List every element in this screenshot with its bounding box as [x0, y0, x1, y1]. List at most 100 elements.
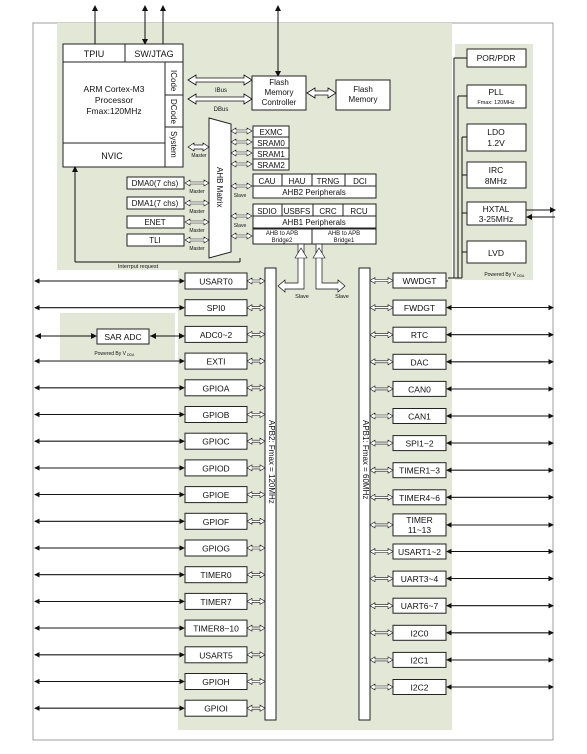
apb1-bus-label: APB1: Fmax = 60MHz	[361, 420, 370, 499]
apb1-periph-label: CAN1	[408, 412, 431, 422]
svg-text:Memory: Memory	[349, 95, 378, 104]
apb1-link-arrow	[369, 385, 394, 393]
apb1-link-arrow	[369, 331, 394, 339]
interrupt-path: Interrput request	[72, 166, 241, 270]
apb1-link-arrow	[369, 466, 394, 474]
svg-text:DDA: DDA	[517, 274, 525, 278]
svg-text:8MHz: 8MHz	[485, 176, 507, 186]
svg-text:Master: Master	[189, 209, 205, 215]
apb1-periph-label: USART1~2	[398, 547, 441, 557]
ahb1-peripherals: SDIO USBFS CRC RCU AHB1 Peripherals	[252, 203, 377, 229]
svg-text:AHB1 Peripherals: AHB1 Peripherals	[282, 218, 346, 227]
svg-text:CAU: CAU	[259, 177, 276, 186]
svg-text:Powered By V: Powered By V	[484, 272, 516, 278]
apb1-periph-label: WWDGT	[403, 276, 437, 286]
apb2-link-arrow	[246, 517, 266, 525]
top-io-arrows	[92, 5, 281, 77]
por-pdr-label: POR/PDR	[477, 53, 516, 63]
sar-adc-label: SAR ADC	[104, 332, 141, 342]
svg-text:RCU: RCU	[350, 207, 368, 216]
apb2-bus: APB2: Fmax = 120MHz	[264, 267, 277, 721]
bridge-arrow	[230, 232, 253, 240]
apb1-link-arrow	[369, 493, 394, 501]
svg-text:AHB to APB: AHB to APB	[266, 231, 298, 237]
sram0-label: SRAM0	[257, 139, 285, 148]
apb2-bus-label: APB2: Fmax = 120MHz	[267, 420, 276, 504]
apb2-link-arrow	[246, 437, 266, 445]
apb2-link-arrow	[246, 704, 266, 712]
apb1-periph-label: CAN0	[408, 384, 431, 394]
apb1-peripherals: WWDGTFWDGTRTCDACCAN0CAN1SPI1~2TIMER1~3TI…	[369, 272, 554, 695]
apb2-link-arrow	[246, 304, 266, 312]
apb2-link-arrow	[246, 410, 266, 419]
apb1-periph-label: FWDGT	[404, 303, 435, 313]
svg-text:DDA: DDA	[127, 353, 135, 357]
svg-text:TRNG: TRNG	[317, 177, 340, 186]
apb2-link-arrow	[246, 651, 266, 659]
apb2-link-arrow	[246, 357, 266, 365]
dma0-label: DMA0(7 chs)	[132, 179, 179, 188]
svg-text:HXTAL: HXTAL	[483, 204, 510, 214]
svg-text:HAU: HAU	[289, 177, 306, 186]
apb2-link-arrow	[246, 384, 266, 392]
apb2-periph-label: GPIOD	[202, 463, 229, 473]
svg-text:Bridge2: Bridge2	[272, 238, 293, 244]
cpu-fmax: Fmax:120MHz	[86, 106, 141, 116]
svg-text:Slave: Slave	[295, 294, 309, 300]
apb1-periph-label: UART6~7	[401, 601, 439, 611]
pll-fmax: Fmax: 120MHz	[477, 100, 515, 106]
svg-text:Master: Master	[189, 228, 205, 234]
apb2-link-arrow	[246, 330, 266, 338]
apb2-link-arrow	[246, 544, 266, 552]
lvd-label: LVD	[488, 248, 504, 258]
apb1-link-arrow	[369, 304, 394, 312]
apb2-periph-label: GPIOI	[204, 704, 228, 714]
bridge-down-arrows: Slave Slave	[277, 243, 349, 300]
svg-text:Controller: Controller	[262, 98, 297, 107]
svg-text:USBFS: USBFS	[284, 207, 311, 216]
apb2-periph-label: GPIOH	[202, 677, 229, 687]
dma1-label: DMA1(7 chs)	[132, 199, 179, 208]
memory-slaves: EXMC SRAM0 SRAM1 SRAM2	[252, 125, 290, 171]
apb1-periph-label: I2C2	[411, 683, 429, 693]
pll-label: PLL	[488, 87, 503, 97]
apb2-link-arrow	[246, 677, 266, 686]
power-column: POR/PDR PLL Fmax: 120MHz LDO 1.2V IRC 8M…	[448, 48, 556, 279]
ahb-matrix-label: AHB Matrix	[215, 167, 224, 207]
apb2-periph-label: GPIOC	[202, 437, 229, 447]
dma-master-labels: Master Master Master Master	[189, 189, 205, 252]
apb1-periph-label: SPI1~2	[405, 439, 433, 449]
apb2-periph-label: GPIOA	[203, 383, 230, 393]
cpu-name: ARM Cortex-M3	[84, 84, 145, 94]
svg-text:LDO: LDO	[487, 127, 505, 137]
apb2-periph-label: USART0	[199, 277, 233, 287]
svg-text:IRC: IRC	[489, 165, 504, 175]
ibus-label: IBus	[215, 88, 227, 94]
apb1-periph-label: RTC	[411, 330, 428, 340]
apb2-link-arrow	[246, 597, 266, 605]
enet-label: ENET	[144, 218, 165, 227]
apb1-link-arrow	[369, 683, 394, 691]
apb1-periph-label: TIMER4~6	[399, 493, 440, 503]
svg-text:Slave: Slave	[335, 294, 349, 300]
apb1-link-arrow	[369, 547, 394, 556]
sram2-label: SRAM2	[257, 161, 285, 170]
cpu-block: TPIU SW/JTAG ARM Cortex-M3 Processor Fma…	[62, 43, 184, 168]
svg-text:Flash: Flash	[269, 78, 289, 87]
apb2-link-arrow	[246, 277, 266, 285]
apb1-link-arrow	[369, 656, 394, 664]
apb2-periph-label: TIMER8~10	[193, 624, 239, 634]
ahb2-peripherals: CAU HAU TRNG DCI AHB2 Peripherals	[252, 173, 377, 199]
tpiu-label: TPIU	[84, 49, 105, 59]
apb2-periph-label: TIMER0	[200, 570, 231, 580]
svg-text:AHB2 Peripherals: AHB2 Peripherals	[282, 188, 346, 197]
apb2-periph-label: GPIOF	[203, 517, 229, 527]
core-master-arrows: Master	[187, 142, 210, 159]
flash-memory: Flash Memory	[335, 79, 391, 111]
ahb1-slave-label: Slave	[234, 223, 247, 229]
ahb2-arrow	[230, 182, 253, 190]
svg-text:Master: Master	[189, 189, 205, 195]
svg-text:Flash: Flash	[353, 85, 373, 94]
ahb1-arrow	[230, 212, 253, 220]
